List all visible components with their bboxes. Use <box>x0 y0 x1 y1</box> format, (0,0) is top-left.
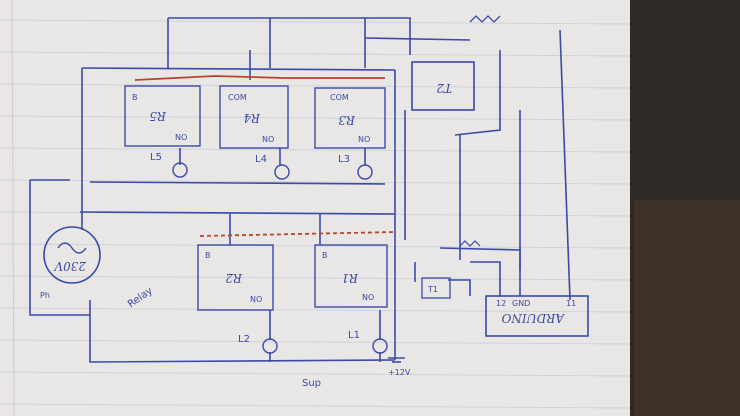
relay-r5: R5 B NO <box>124 85 201 147</box>
lamp-l5: L5 <box>150 152 188 178</box>
lamp-l3-label: L3 <box>338 154 350 165</box>
arduino-pin-gnd: GND <box>512 299 530 308</box>
relay-r3: R3 COM NO <box>314 87 386 149</box>
relay-r5-label: R5 <box>149 109 167 123</box>
relay-r4: R4 COM NO <box>219 85 289 149</box>
arduino-label: ARDUINO <box>501 311 565 325</box>
relay-r2-pin-no: NO <box>250 295 262 304</box>
relay-r3-pin-com: COM <box>330 93 349 102</box>
wiring <box>29 17 571 363</box>
relay-r5-pin-b: B <box>132 93 138 102</box>
relay-r4-pin-com: COM <box>228 93 247 102</box>
box-t2-label: T2 <box>436 81 452 95</box>
relay-r1: R1 B NO <box>314 244 388 308</box>
relay-r4-label: R4 <box>243 111 261 125</box>
relay-r1-pin-b: B <box>322 251 328 260</box>
battery-label: +12V <box>388 368 411 377</box>
relay-r2-pin-b: B <box>205 251 211 260</box>
box-t1: T1 <box>421 240 481 299</box>
lamp-l4-label: L4 <box>255 154 267 165</box>
ac-supply-label: 230V <box>53 259 87 273</box>
ac-supply-aux: Ph <box>40 291 50 300</box>
lamp-l1: L1 <box>348 330 388 354</box>
lamp-l3: L3 <box>338 154 373 180</box>
relay-r4-pin-no: NO <box>262 135 274 144</box>
ruled-lines <box>0 0 631 416</box>
table-surface <box>634 200 740 416</box>
paper-sheet <box>0 0 635 416</box>
box-t1-label: T1 <box>427 285 438 294</box>
lamp-l4: L4 <box>255 154 290 180</box>
relay-r2: R2 B NO <box>197 244 274 311</box>
battery: +12V <box>388 357 411 377</box>
ac-supply: 230V Ph <box>40 226 101 300</box>
relay-r3-label: R3 <box>338 113 356 127</box>
lamp-l1-label: L1 <box>348 330 360 341</box>
lamp-l2-label: L2 <box>238 334 250 345</box>
arduino-board: ARDUINO 12 GND 11 <box>485 295 589 337</box>
relay-r1-pin-no: NO <box>362 293 374 302</box>
relay-r2-label: R2 <box>225 271 243 285</box>
note-1: Sup <box>302 378 321 389</box>
lamp-l5-label: L5 <box>150 152 162 163</box>
arduino-pin-11: 11 <box>566 299 576 308</box>
relay-r5-pin-no: NO <box>175 133 187 142</box>
relay-r1-label: R1 <box>341 271 359 285</box>
red-wires <box>134 75 396 237</box>
arduino-pin-12: 12 <box>496 299 506 308</box>
lamp-l2: L2 <box>238 334 278 354</box>
relay-r3-pin-no: NO <box>358 135 370 144</box>
box-t2: T2 <box>411 15 501 111</box>
